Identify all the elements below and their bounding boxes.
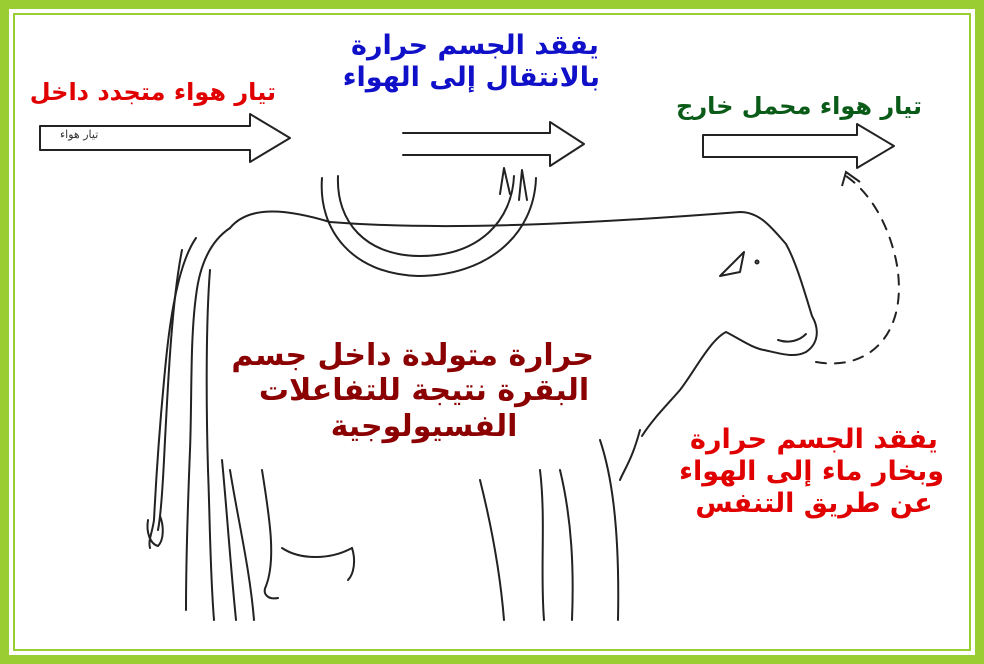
internal-heat-line-2: البقرة نتيجة للتفاعلات <box>254 373 594 408</box>
heat-loop-arc-icon <box>322 178 536 276</box>
conduction-line-1: يفقد الجسم حرارة <box>350 30 600 62</box>
outgoing-air-label: تيار هواء محمل خارج <box>676 92 922 120</box>
conduction-line-2: بالانتقال إلى الهواء <box>350 62 600 94</box>
respiration-line-2: وبخار ماء إلى الهواء <box>684 456 944 488</box>
respiration-line-1: يفقد الجسم حرارة <box>684 424 944 456</box>
breath-dashed-arrow-icon <box>816 176 899 363</box>
internal-heat-label: حرارة متولدة داخل جسم البقرة نتيجة للتفا… <box>254 338 594 444</box>
conduction-label: يفقد الجسم حرارة بالانتقال إلى الهواء <box>350 30 600 94</box>
incoming-air-label: تيار هواء متجدد داخل <box>30 78 276 106</box>
respiration-label: يفقد الجسم حرارة وبخار ماء إلى الهواء عن… <box>684 424 944 520</box>
respiration-line-3: عن طريق التنفس <box>684 488 944 520</box>
outgoing-air-arrow-icon <box>703 124 894 168</box>
internal-heat-line-1: حرارة متولدة داخل جسم <box>254 338 594 373</box>
arrow-handwritten-text: تيار هواء <box>60 128 98 141</box>
conduction-air-arrow-icon <box>403 122 584 166</box>
internal-heat-line-3: الفسيولوجية <box>254 409 594 444</box>
